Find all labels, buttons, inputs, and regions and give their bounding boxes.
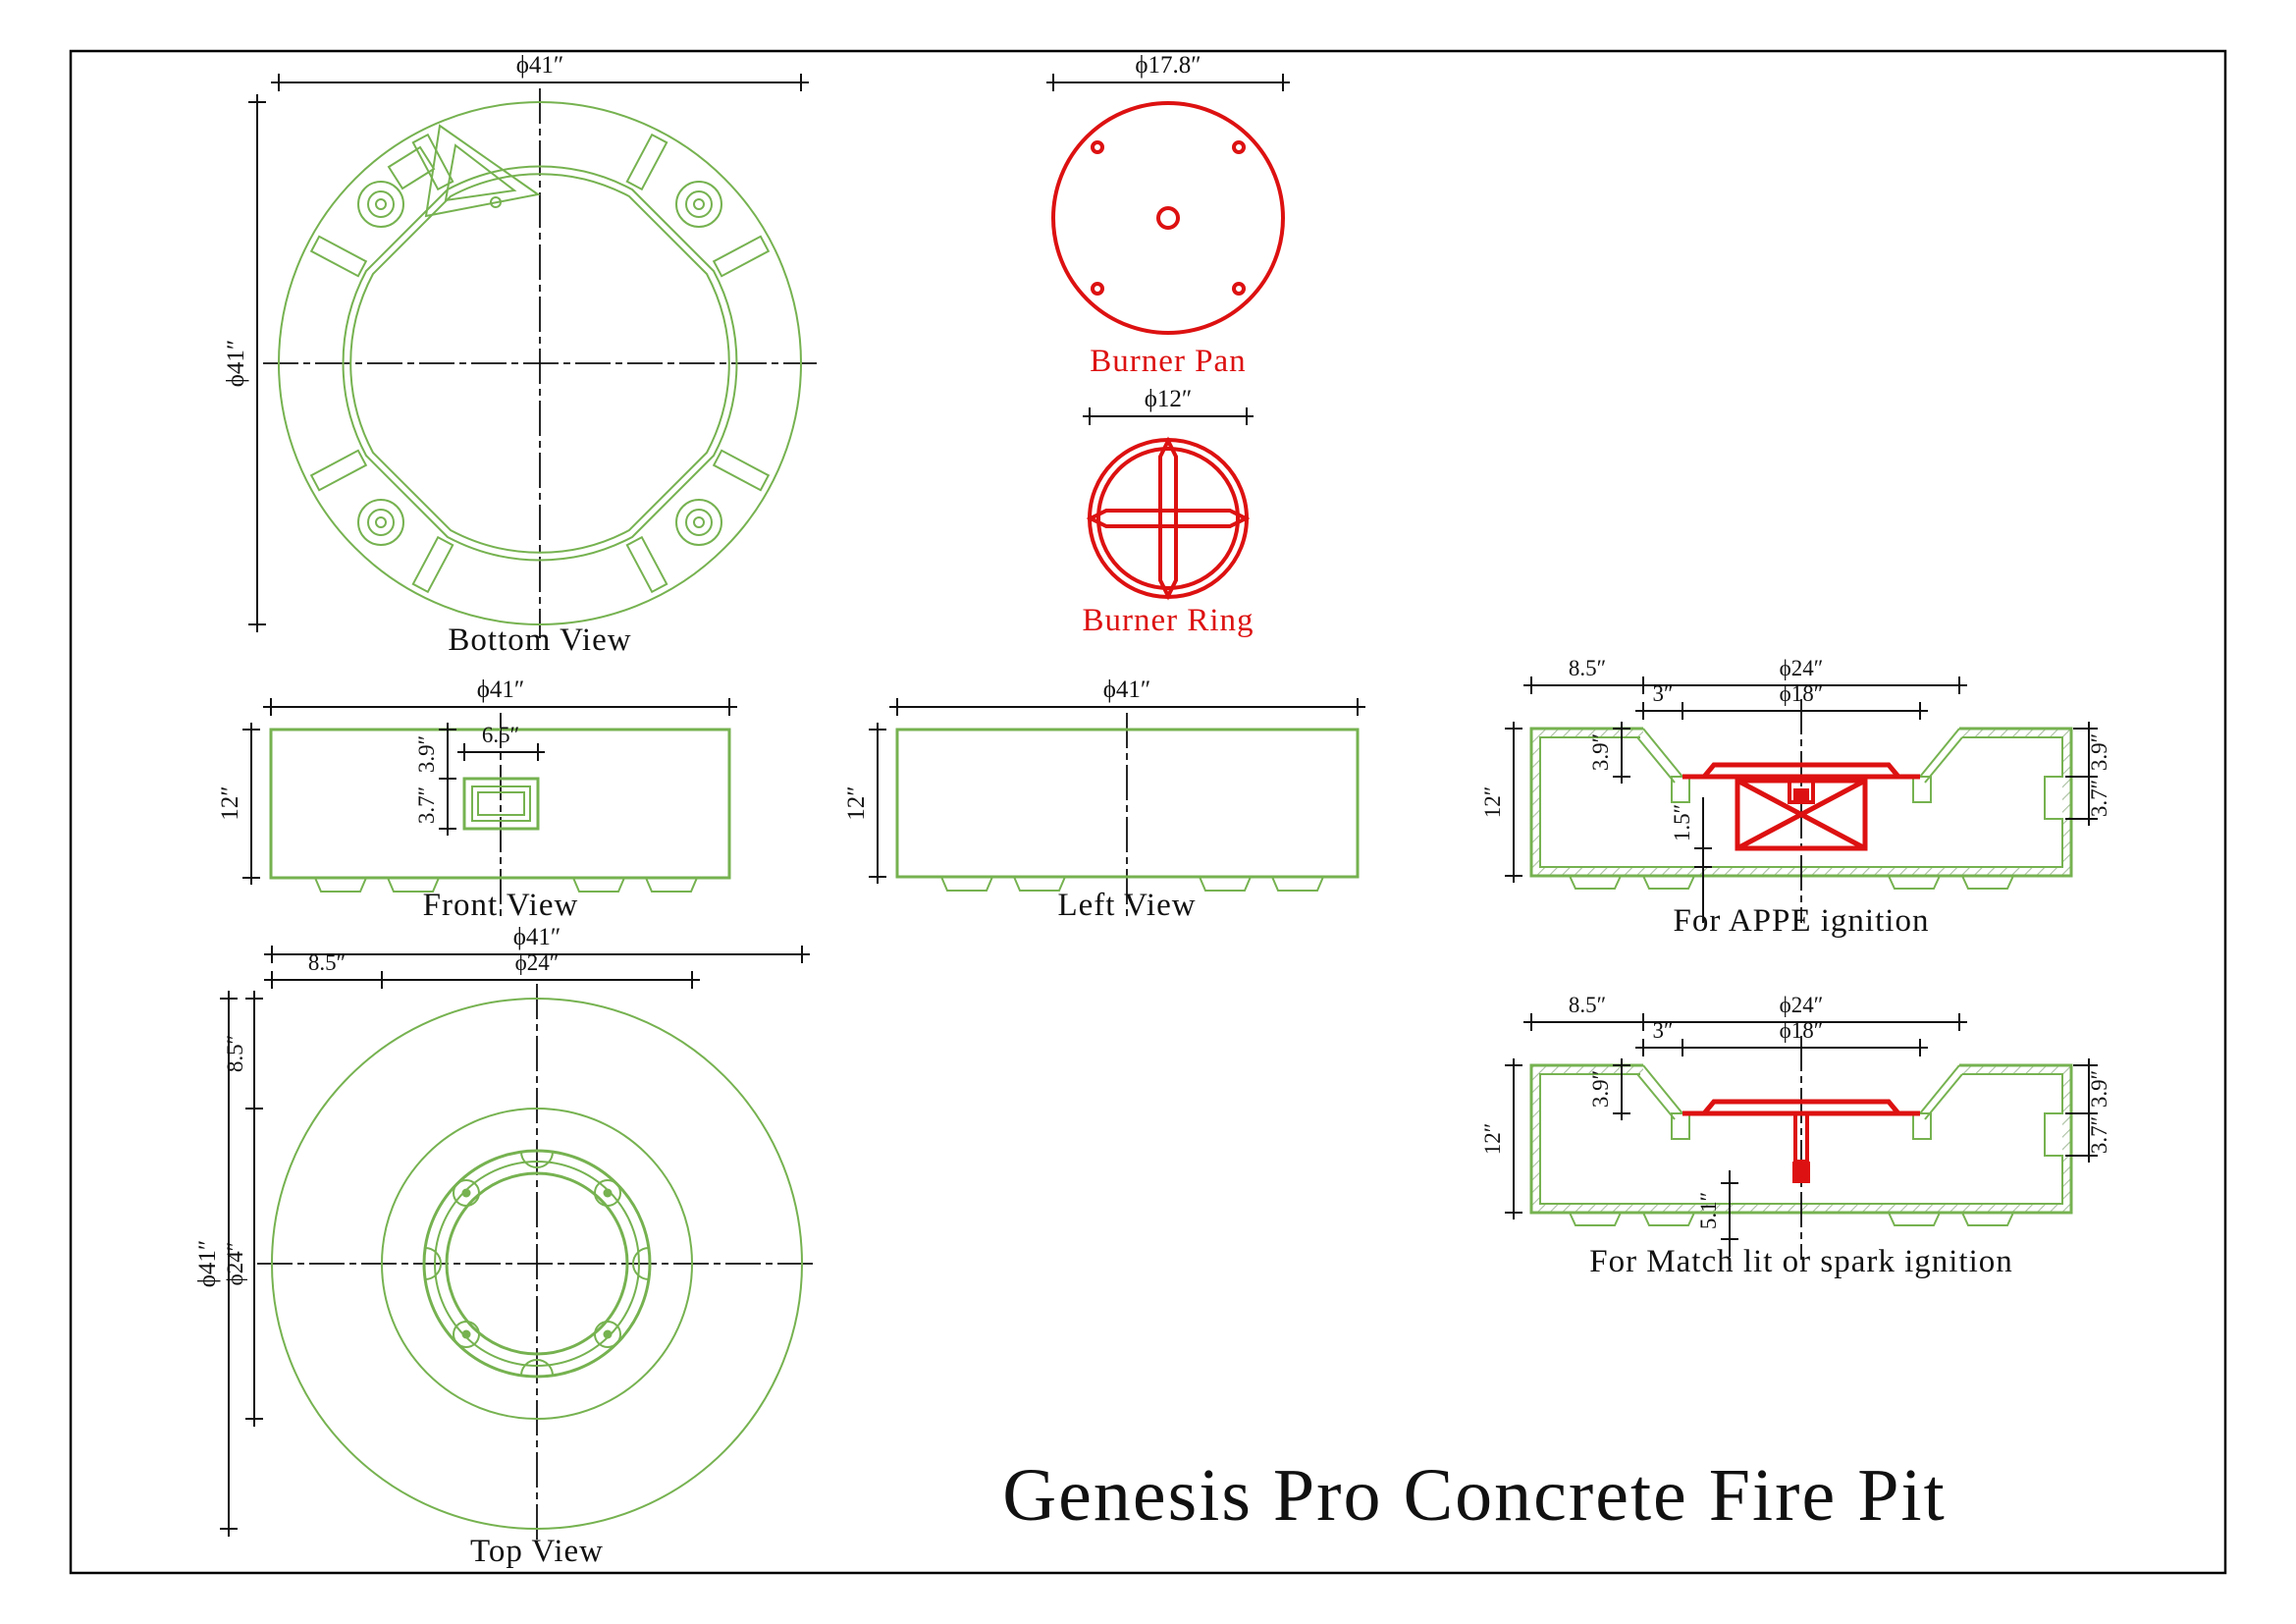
match-height: 12″ xyxy=(1480,1123,1505,1156)
front-dim-height: 12″ xyxy=(217,723,260,885)
appe-burner xyxy=(1682,762,1920,851)
front-dim-width: ϕ41″ xyxy=(263,677,737,716)
bottom-dia-v: ϕ41″ xyxy=(223,340,249,388)
top-bowl-v: ϕ24″ xyxy=(223,1242,247,1286)
appe-dims: 8.5″ ϕ24″ 3″ ϕ18″ 12″ 3.9″ 1.5″ 3.9″ xyxy=(1480,656,2111,923)
bottom-opening-inner xyxy=(349,173,730,554)
top-dia-v: ϕ41″ xyxy=(194,1240,221,1288)
burner-ring-outer xyxy=(1088,438,1249,599)
match-right-top: 3.9″ xyxy=(2087,1070,2111,1108)
bottom-dia-h: ϕ41″ xyxy=(516,52,564,79)
match-burner xyxy=(1682,1099,1920,1183)
front-feet xyxy=(314,877,698,893)
front-door-height: 3.7″ xyxy=(414,786,439,824)
front-door xyxy=(462,777,540,831)
appe-right-top: 3.9″ xyxy=(2087,733,2111,771)
match-inner-outline xyxy=(1539,1073,2063,1205)
burner-pan-dia: ϕ17.8″ xyxy=(1135,52,1201,79)
appe-feet xyxy=(1569,875,2014,890)
match-dims: 8.5″ ϕ24″ 3″ ϕ18″ 12″ 3.9″ 5.1″ 3.9″ xyxy=(1480,993,2111,1257)
burner-pan-view: ϕ17.8″ Burner Pan xyxy=(1046,52,1290,379)
appe-label: For APPE ignition xyxy=(1674,903,1930,939)
burner-ring-inner xyxy=(1096,447,1240,590)
left-feet xyxy=(940,876,1324,892)
match-pan: ϕ18″ xyxy=(1780,1018,1824,1043)
appe-height: 12″ xyxy=(1480,786,1505,819)
match-feet xyxy=(1569,1212,2014,1226)
sheet-border xyxy=(69,49,2227,1575)
burner-pan-label: Burner Pan xyxy=(1090,344,1246,379)
top-dims-horizontal: ϕ41″ 8.5″ ϕ24″ xyxy=(264,924,810,989)
bottom-view: ϕ41″ ϕ41″ xyxy=(223,52,817,658)
left-view-label: Left View xyxy=(1057,888,1196,923)
appe-right-door: 3.7″ xyxy=(2087,780,2111,817)
appe-bowl-slopes xyxy=(1636,728,1963,803)
left-view: ϕ41″ 12″ Left View xyxy=(843,677,1365,923)
top-dims-vertical: ϕ41″ 8.5″ ϕ24″ xyxy=(194,991,263,1537)
top-bowl-h: ϕ24″ xyxy=(515,950,560,975)
burner-ring-dia: ϕ12″ xyxy=(1145,386,1193,412)
bottom-view-label: Bottom View xyxy=(448,623,631,658)
match-bowl-slopes xyxy=(1636,1064,1963,1140)
match-depth: 3.9″ xyxy=(1588,1070,1613,1108)
burner-ring-label: Burner Ring xyxy=(1082,603,1254,638)
front-view-label: Front View xyxy=(423,888,579,923)
bottom-view-dim-horizontal: ϕ41″ xyxy=(271,52,809,91)
front-view: ϕ41″ 12″ 6.5″ 3.9″ 3.7″ xyxy=(217,677,737,923)
appe-gap: 1.5″ xyxy=(1670,804,1694,841)
left-dim-width: ϕ41″ xyxy=(889,677,1365,716)
top-view: ϕ41″ 8.5″ ϕ24″ ϕ41″ 8.5″ ϕ24″ xyxy=(194,924,817,1569)
top-view-label: Top View xyxy=(470,1534,604,1569)
front-dia: ϕ41″ xyxy=(477,677,525,703)
top-ring-bosses xyxy=(453,1179,621,1348)
burner-pan-holes xyxy=(1091,140,1246,296)
appe-slope: 3″ xyxy=(1652,681,1673,706)
drawing-title: Genesis Pro Concrete Fire Pit xyxy=(1002,1454,1946,1537)
front-door-dims: 6.5″ 3.9″ 3.7″ xyxy=(414,723,545,836)
bottom-screw-bosses xyxy=(357,181,722,546)
bottom-view-dim-vertical: ϕ41″ xyxy=(223,94,266,632)
match-label: For Match lit or spark ignition xyxy=(1589,1244,2013,1279)
bottom-bracket xyxy=(387,124,541,218)
left-body xyxy=(895,728,1360,879)
top-outer-circle xyxy=(271,998,803,1530)
appe-inner-outline xyxy=(1539,736,2063,868)
match-rim: 8.5″ xyxy=(1569,993,1606,1017)
match-section: 8.5″ ϕ24″ 3″ ϕ18″ 12″ 3.9″ 5.1″ 3.9″ xyxy=(1480,993,2111,1279)
top-bowl-circle xyxy=(381,1108,693,1420)
match-bowl: ϕ24″ xyxy=(1780,993,1824,1017)
burner-ring-dim: ϕ12″ xyxy=(1083,386,1254,425)
front-body xyxy=(269,728,731,880)
appe-rim: 8.5″ xyxy=(1569,656,1606,680)
appe-bowl: ϕ24″ xyxy=(1780,656,1824,680)
match-slope: 3″ xyxy=(1652,1018,1673,1043)
burner-pan-center-hole xyxy=(1156,206,1180,230)
bottom-opening-outer xyxy=(342,165,738,562)
top-burner-ring-flange xyxy=(422,1149,652,1379)
left-height: 12″ xyxy=(843,785,870,820)
front-door-top-offset: 3.9″ xyxy=(414,735,439,773)
top-rim-v: 8.5″ xyxy=(223,1035,247,1072)
left-dia: ϕ41″ xyxy=(1103,677,1151,703)
top-rim-h: 8.5″ xyxy=(308,950,346,975)
match-right-door: 3.7″ xyxy=(2087,1116,2111,1154)
appe-section: 8.5″ ϕ24″ 3″ ϕ18″ 12″ 3.9″ 1.5″ 3.9″ xyxy=(1480,656,2111,939)
bottom-ribs xyxy=(309,133,771,594)
match-pipe-dim: 5.1″ xyxy=(1696,1192,1721,1229)
burner-pan-dim: ϕ17.8″ xyxy=(1046,52,1290,91)
burner-ring-cross-v xyxy=(1158,436,1178,601)
appe-depth: 3.9″ xyxy=(1588,733,1613,771)
front-door-width: 6.5″ xyxy=(482,723,519,747)
burner-ring-cross-h xyxy=(1086,509,1251,528)
front-height: 12″ xyxy=(217,785,243,820)
left-dim-height: 12″ xyxy=(843,723,886,884)
top-dia-h: ϕ41″ xyxy=(513,924,561,950)
burner-pan-circle xyxy=(1051,101,1285,335)
appe-pan: ϕ18″ xyxy=(1780,681,1824,706)
bottom-outer-circle xyxy=(278,101,802,625)
appe-ignition-box xyxy=(1735,778,1868,851)
burner-ring-view: ϕ12″ Burner Ring xyxy=(1082,386,1254,638)
